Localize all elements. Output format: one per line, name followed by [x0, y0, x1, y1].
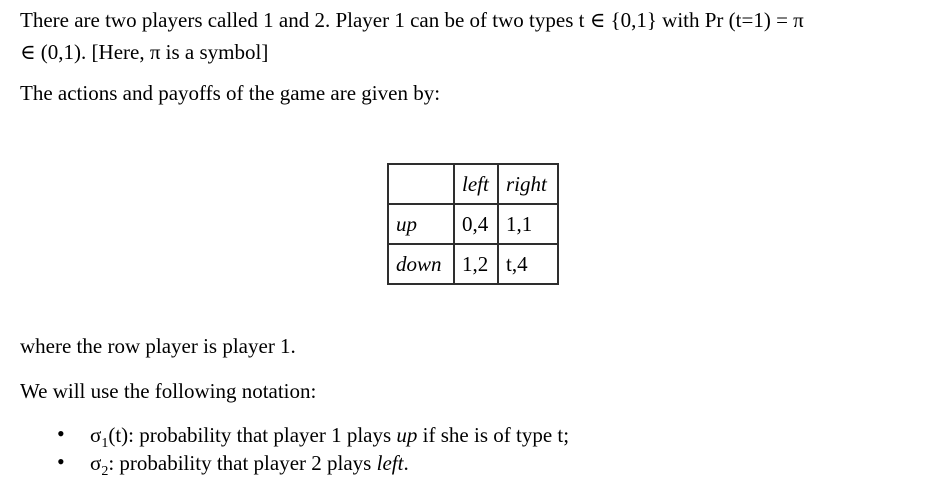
sigma1-text-after: if she is of type t;: [417, 423, 570, 447]
intro-line-1: There are two players called 1 and 2. Pl…: [20, 8, 804, 32]
payoff-cell-up-right: 1,1: [497, 203, 559, 245]
payoff-header-row: left right: [387, 163, 559, 205]
column-header-right: right: [497, 163, 559, 205]
sigma2-text-after: .: [403, 451, 409, 475]
sigma2-subscript: 2: [101, 464, 109, 480]
row-player-paragraph: where the row player is player 1.: [20, 334, 296, 358]
row-label-up: up: [387, 203, 455, 245]
notation-item-sigma1: •σ1(t): probability that player 1 plays …: [57, 421, 912, 452]
sigma1-text-before: (t): probability that player 1 plays: [108, 423, 397, 447]
payoff-row-down: down 1,2 t,4: [387, 243, 559, 285]
sigma2-text-before: : probability that player 2 plays: [108, 451, 377, 475]
bullet-icon: •: [57, 421, 65, 446]
corner-cell: [387, 163, 455, 205]
payoff-cell-down-left: 1,2: [453, 243, 499, 285]
actions-paragraph: The actions and payoffs of the game are …: [20, 81, 441, 105]
column-header-left: left: [453, 163, 499, 205]
payoff-matrix: left right up 0,4 1,1 down 1,2 t,4: [387, 163, 559, 285]
sigma1-subscript: 1: [101, 436, 109, 452]
payoff-cell-down-right: t,4: [497, 243, 559, 285]
payoff-cell-up-left: 0,4: [453, 203, 499, 245]
row-label-down: down: [387, 243, 455, 285]
notation-intro-paragraph: We will use the following notation:: [20, 379, 317, 403]
sigma1-italic-word: up: [396, 423, 418, 447]
bullet-icon: •: [57, 449, 65, 474]
sigma1-symbol: σ: [90, 423, 102, 447]
intro-line-2: ∈ (0,1). [Here, π is a symbol]: [20, 40, 269, 64]
intro-paragraph: There are two players called 1 and 2. Pl…: [20, 4, 912, 68]
notation-item-sigma2: • σ2: probability that player 2 plays lef…: [57, 449, 912, 480]
payoff-row-up: up 0,4 1,1: [387, 203, 559, 245]
notation-list: •σ1(t): probability that player 1 plays …: [20, 421, 912, 480]
sigma2-symbol: σ: [90, 451, 102, 475]
sigma2-italic-word: left: [376, 451, 404, 475]
